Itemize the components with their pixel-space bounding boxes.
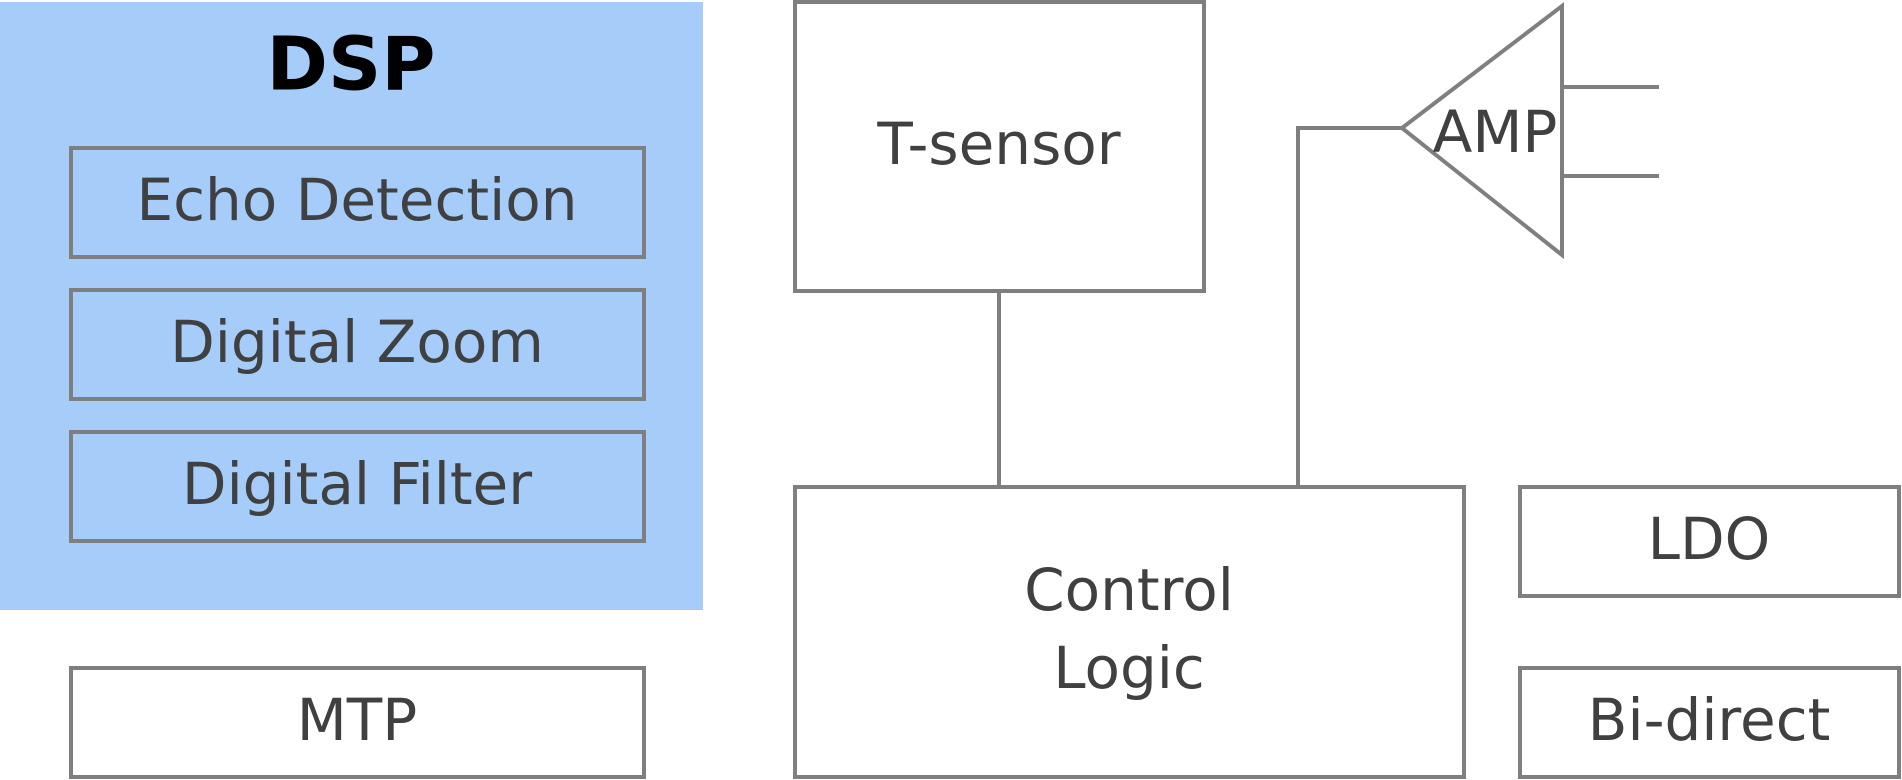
t-sensor-block: T-sensor	[793, 0, 1206, 293]
echo-detection-label: Echo Detection	[137, 166, 578, 234]
dsp-group: DSP Echo Detection Digital Zoom Digital …	[0, 2, 703, 610]
digital-filter-box	[69, 430, 646, 543]
dsp-block-digital-zoom: Digital Zoom	[69, 288, 646, 401]
mtp-label: MTP	[297, 686, 417, 754]
ldo-block: LDO	[1518, 485, 1901, 598]
control-logic-label-line-1: Control	[1024, 556, 1234, 624]
control-logic-block: Control Logic	[793, 485, 1466, 779]
t-sensor-label: T-sensor	[876, 110, 1120, 178]
ldo-box	[1518, 485, 1901, 598]
amp-block: AMP	[1398, 1, 1659, 260]
mtp-box	[69, 666, 646, 779]
control-logic-box	[793, 485, 1466, 779]
mtp-block: MTP	[69, 666, 646, 779]
digital-filter-label: Digital Filter	[182, 450, 532, 518]
digital-zoom-box	[69, 288, 646, 401]
dsp-panel	[0, 2, 703, 610]
control-logic-label-line-2: Logic	[1053, 634, 1205, 702]
bi-direct-label: Bi-direct	[1588, 686, 1831, 754]
dsp-block-echo-detection: Echo Detection	[69, 146, 646, 259]
amp-triangle	[1398, 1, 1564, 260]
digital-zoom-label: Digital Zoom	[170, 308, 544, 376]
dsp-title: DSP	[267, 22, 436, 108]
dsp-block-digital-filter: Digital Filter	[69, 430, 646, 543]
ldo-label: LDO	[1648, 505, 1771, 573]
bi-direct-block: Bi-direct	[1518, 666, 1901, 779]
amp-label: AMP	[1433, 98, 1558, 166]
control-to-amp-wire	[1296, 126, 1402, 487]
echo-detection-box	[69, 146, 646, 259]
bi-direct-box	[1518, 666, 1901, 779]
